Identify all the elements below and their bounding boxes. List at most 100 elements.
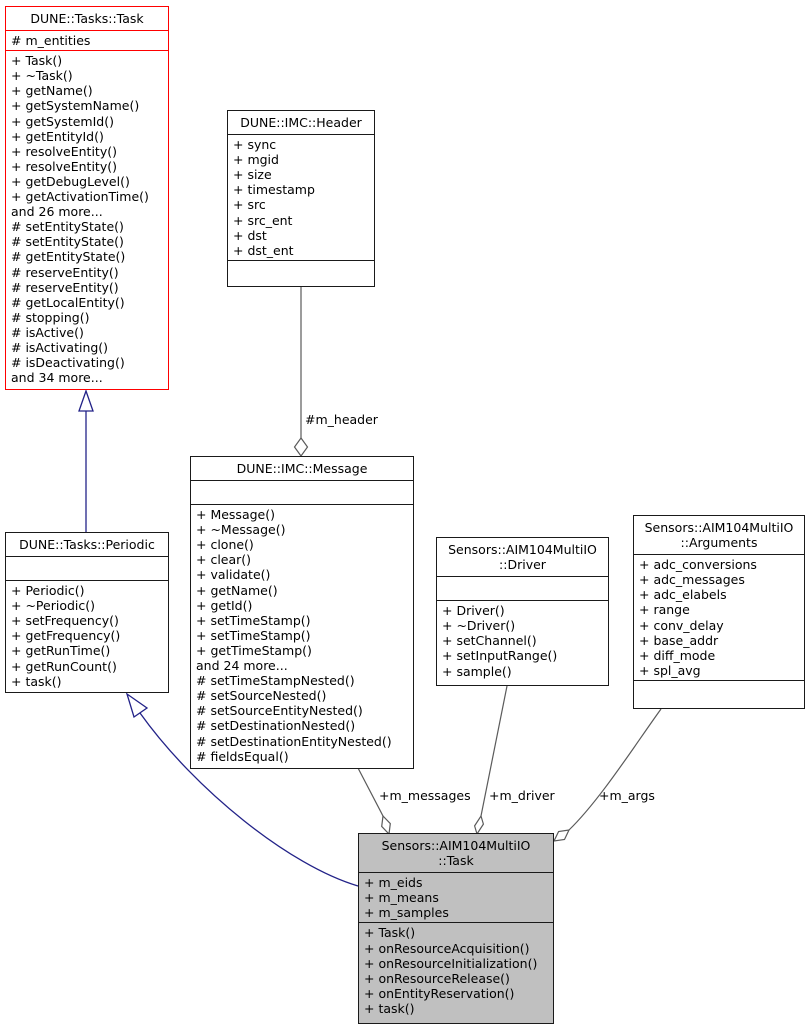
class-title: DUNE::Tasks::Task — [30, 11, 144, 26]
class-node-sensors-aim104multiio-driver[interactable]: Sensors::AIM104MultiIO ::Driver + Driver… — [436, 537, 609, 686]
member-line: + setFrequency() — [11, 613, 119, 629]
member-line: + spl_avg — [639, 662, 701, 678]
member-line: # setSourceNested() — [196, 688, 327, 704]
aggregation-diamond-icon — [293, 436, 309, 458]
fields-compartment — [191, 480, 413, 504]
member-line: + Task() — [364, 925, 416, 941]
member-line: + Task() — [11, 53, 63, 69]
fields-compartment — [437, 576, 608, 600]
member-line: # reserveEntity() — [11, 264, 119, 280]
member-line: + task() — [364, 1000, 415, 1016]
methods-compartment — [228, 259, 374, 286]
class-node-dune-imc-header[interactable]: DUNE::IMC::Header + sync+ mgid+ size+ ti… — [227, 110, 375, 287]
class-title: Sensors::AIM104MultiIO ::Arguments — [644, 520, 794, 551]
member-line: + src_ent — [233, 212, 293, 228]
class-node-sensors-aim104multiio-arguments[interactable]: Sensors::AIM104MultiIO ::Arguments + adc… — [633, 515, 805, 709]
member-line: + task() — [11, 673, 62, 689]
member-line: + m_eids — [364, 875, 423, 891]
member-line: + base_addr — [639, 632, 719, 648]
member-line: # setDestinationEntityNested() — [196, 733, 392, 749]
member-line: + size — [233, 167, 272, 183]
member-line: + m_samples — [364, 905, 449, 921]
member-line: + Message() — [196, 507, 275, 523]
edge-label-m-header: #m_header — [305, 412, 378, 427]
member-line: + adc_elabels — [639, 587, 727, 603]
member-line: + dst — [233, 227, 267, 243]
member-line: + onResourceRelease() — [364, 970, 510, 986]
member-line: + adc_messages — [639, 572, 745, 588]
member-line: # stopping() — [11, 309, 90, 325]
member-line: + getSystemName() — [11, 98, 140, 114]
methods-compartment: + Periodic()+ ~Periodic()+ setFrequency(… — [6, 580, 168, 692]
member-line: + ~Driver() — [442, 618, 516, 634]
member-line: + mgid — [233, 152, 279, 168]
member-line: + timestamp — [233, 182, 315, 198]
member-line: + getName() — [11, 83, 93, 99]
member-line: + src — [233, 197, 266, 213]
member-line: + Driver() — [442, 603, 505, 619]
member-line: + getId() — [196, 597, 253, 613]
member-line: and 24 more... — [196, 658, 288, 674]
member-line: + clear() — [196, 552, 252, 568]
member-line: + getRunCount() — [11, 658, 117, 674]
member-line: + onResourceInitialization() — [364, 955, 538, 971]
fields-compartment: + m_eids+ m_means+ m_samples — [359, 872, 553, 922]
methods-compartment: + Driver()+ ~Driver()+ setChannel()+ set… — [437, 600, 608, 685]
member-line: + ~Task() — [11, 68, 73, 84]
member-line: + Periodic() — [11, 583, 85, 599]
fields-compartment: # m_entities — [6, 30, 168, 50]
inheritance-arrow-icon — [78, 389, 94, 412]
class-node-dune-tasks-periodic[interactable]: DUNE::Tasks::Periodic + Periodic()+ ~Per… — [5, 532, 169, 693]
member-line: + getName() — [196, 582, 278, 598]
member-line: and 34 more... — [11, 370, 103, 386]
class-title: DUNE::Tasks::Periodic — [19, 537, 155, 552]
methods-compartment: + Task()+ ~Task()+ getName()+ getSystemN… — [6, 50, 168, 389]
member-line: + setInputRange() — [442, 648, 558, 664]
member-line: + ~Periodic() — [11, 598, 95, 614]
member-line: + sample() — [442, 663, 512, 679]
member-line: # getLocalEntity() — [11, 294, 125, 310]
member-line: + adc_conversions — [639, 557, 757, 573]
member-line: + getTimeStamp() — [196, 642, 312, 658]
member-line: # reserveEntity() — [11, 279, 119, 295]
edge-label-m-driver: +m_driver — [489, 788, 555, 803]
edge-label-m-args: +m_args — [599, 788, 655, 803]
methods-compartment: + Task()+ onResourceAcquisition()+ onRes… — [359, 922, 553, 1023]
class-title: DUNE::IMC::Header — [240, 115, 362, 130]
edge-label-m-messages: +m_messages — [379, 788, 471, 803]
member-line: # fieldsEqual() — [196, 748, 289, 764]
member-edge-m-args — [568, 708, 662, 831]
aggregation-diamond-icon — [552, 829, 571, 842]
member-line: + resolveEntity() — [11, 158, 117, 174]
aggregation-diamond-icon — [381, 814, 391, 836]
member-line: + resolveEntity() — [11, 143, 117, 159]
member-line: + conv_delay — [639, 617, 724, 633]
member-line: + setChannel() — [442, 633, 537, 649]
member-line: + getFrequency() — [11, 628, 121, 644]
member-line: + dst_ent — [233, 242, 294, 258]
member-line: # isDeactivating() — [11, 355, 125, 371]
member-line: + setTimeStamp() — [196, 627, 311, 643]
member-line: # isActivating() — [11, 339, 109, 355]
fields-compartment: + sync+ mgid+ size+ timestamp+ src+ src_… — [228, 134, 374, 260]
member-line: + getEntityId() — [11, 128, 104, 144]
member-line: + getSystemId() — [11, 113, 114, 129]
member-line: + onResourceAcquisition() — [364, 940, 530, 956]
member-line: # setEntityState() — [11, 234, 124, 250]
member-line: # setSourceEntityNested() — [196, 703, 363, 719]
class-title: Sensors::AIM104MultiIO ::Task — [381, 838, 531, 869]
member-line: + onEntityReservation() — [364, 985, 515, 1001]
member-line: # setDestinationNested() — [196, 718, 356, 734]
class-node-dune-tasks-task[interactable]: DUNE::Tasks::Task # m_entities + Task()+… — [5, 6, 169, 390]
class-node-sensors-aim104multiio-task[interactable]: Sensors::AIM104MultiIO ::Task + m_eids+ … — [358, 833, 554, 1024]
member-line: # m_entities — [11, 33, 91, 49]
member-line: + clone() — [196, 537, 254, 553]
class-node-dune-imc-message[interactable]: DUNE::IMC::Message + Message()+ ~Message… — [190, 456, 414, 769]
member-line: # isActive() — [11, 324, 84, 340]
member-line: # setTimeStampNested() — [196, 673, 355, 689]
member-line: # getEntityState() — [11, 249, 126, 265]
member-line: + setTimeStamp() — [196, 612, 311, 628]
member-line: + ~Message() — [196, 522, 286, 538]
member-line: + validate() — [196, 567, 271, 583]
